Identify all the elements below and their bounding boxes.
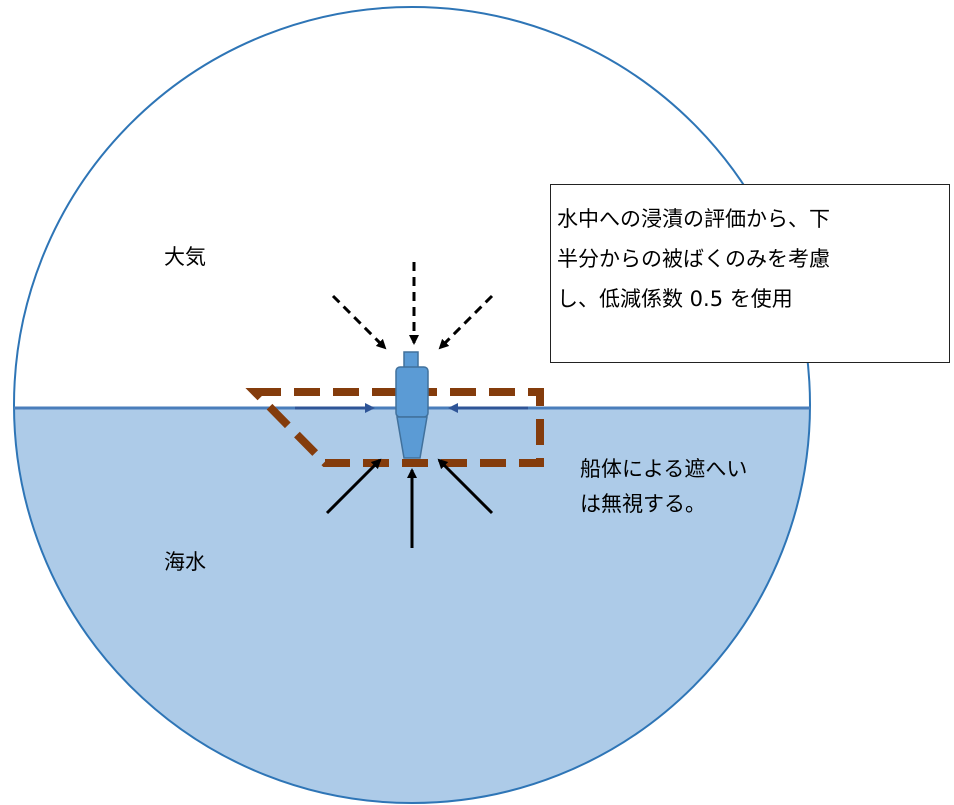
ship-hull-outline [245,388,544,467]
seawater-label: 海水 [164,550,206,574]
note-line: し、低減係数 0.5 を使用 [557,287,793,311]
arrow-from-bottom-right [437,458,494,515]
hull-note-line: は無視する。 [580,492,706,516]
detector-icon [395,351,429,459]
arrow-from-top-right [438,294,494,350]
note-line: 半分からの被ばくのみを考慮 [557,247,830,271]
reduction-factor-note: 水中への浸漬の評価から、下 半分からの被ばくのみを考慮 し、低減係数 0.5 を… [550,184,950,363]
hull-shielding-note: 船体による遮へい は無視する。 [580,452,747,522]
arrow-from-bottom-left [325,458,382,515]
note-line: 水中への浸漬の評価から、下 [557,207,830,231]
seawater-region [14,408,810,803]
arrow-from-top-left [331,294,387,350]
hull-note-line: 船体による遮へい [580,457,748,481]
atmosphere-label: 大気 [164,245,206,269]
environment-circle [13,6,811,804]
